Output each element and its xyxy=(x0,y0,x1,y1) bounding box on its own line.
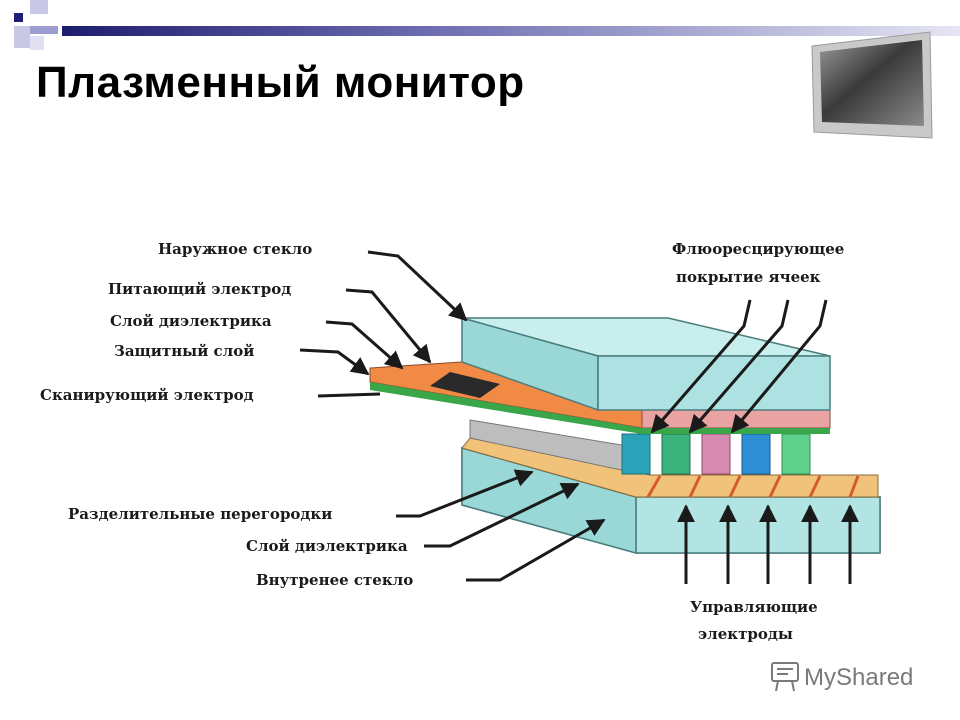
label-dielectric-bottom: Слой диэлектрика xyxy=(246,537,408,555)
label-control-2: электроды xyxy=(698,625,793,643)
deco-square xyxy=(14,13,23,22)
leader-inner-glass xyxy=(466,518,606,582)
corner-decoration xyxy=(0,0,960,60)
leader-phosphor-2 xyxy=(688,299,790,434)
leader-protective xyxy=(299,348,370,376)
label-outer-glass: Наружное стекло xyxy=(158,240,313,258)
label-protective: Защитный слой xyxy=(114,342,255,360)
cell-2 xyxy=(661,433,691,475)
myshared-watermark: MyShared xyxy=(771,662,913,692)
cell-1 xyxy=(621,433,651,475)
leader-outer-glass xyxy=(367,250,468,322)
leader-barriers xyxy=(396,469,534,518)
deco-square xyxy=(30,0,48,14)
label-barriers: Разделительные перегородки xyxy=(68,505,333,523)
plasma-monitor-icon xyxy=(811,31,933,139)
label-scanning: Сканирующий электрод xyxy=(40,386,254,404)
outer-glass-slab xyxy=(461,317,831,412)
leader-phosphor-1 xyxy=(650,299,752,434)
leader-supply-electrode xyxy=(345,288,432,364)
cell-5 xyxy=(781,433,811,475)
cell-3 xyxy=(701,433,731,475)
label-control-1: Управляющие xyxy=(690,598,818,616)
deco-square xyxy=(14,26,30,48)
control-electrode-layer xyxy=(461,437,879,498)
leader-dielectric-bottom xyxy=(424,482,580,548)
leader-dielectric-top xyxy=(325,320,404,370)
watermark-text: MyShared xyxy=(804,664,913,691)
slide-title: Плазменный монитор xyxy=(36,58,525,107)
label-phosphor-2: покрытие ячеек xyxy=(676,268,821,286)
cell-4 xyxy=(741,433,771,475)
leader-phosphor-3 xyxy=(730,299,828,434)
label-supply-electrode: Питающий электрод xyxy=(108,280,292,298)
label-inner-glass: Внутренее стекло xyxy=(256,571,414,589)
deco-square xyxy=(30,26,58,34)
leader-lines xyxy=(299,250,859,584)
presentation-icon xyxy=(771,662,799,692)
deco-square xyxy=(30,36,44,50)
label-dielectric-top: Слой диэлектрика xyxy=(110,312,272,330)
deco-bar xyxy=(62,26,960,36)
label-phosphor-1: Флюоресцирующее xyxy=(672,240,845,258)
leader-scanning xyxy=(317,392,381,398)
phosphor-cells xyxy=(621,433,811,475)
